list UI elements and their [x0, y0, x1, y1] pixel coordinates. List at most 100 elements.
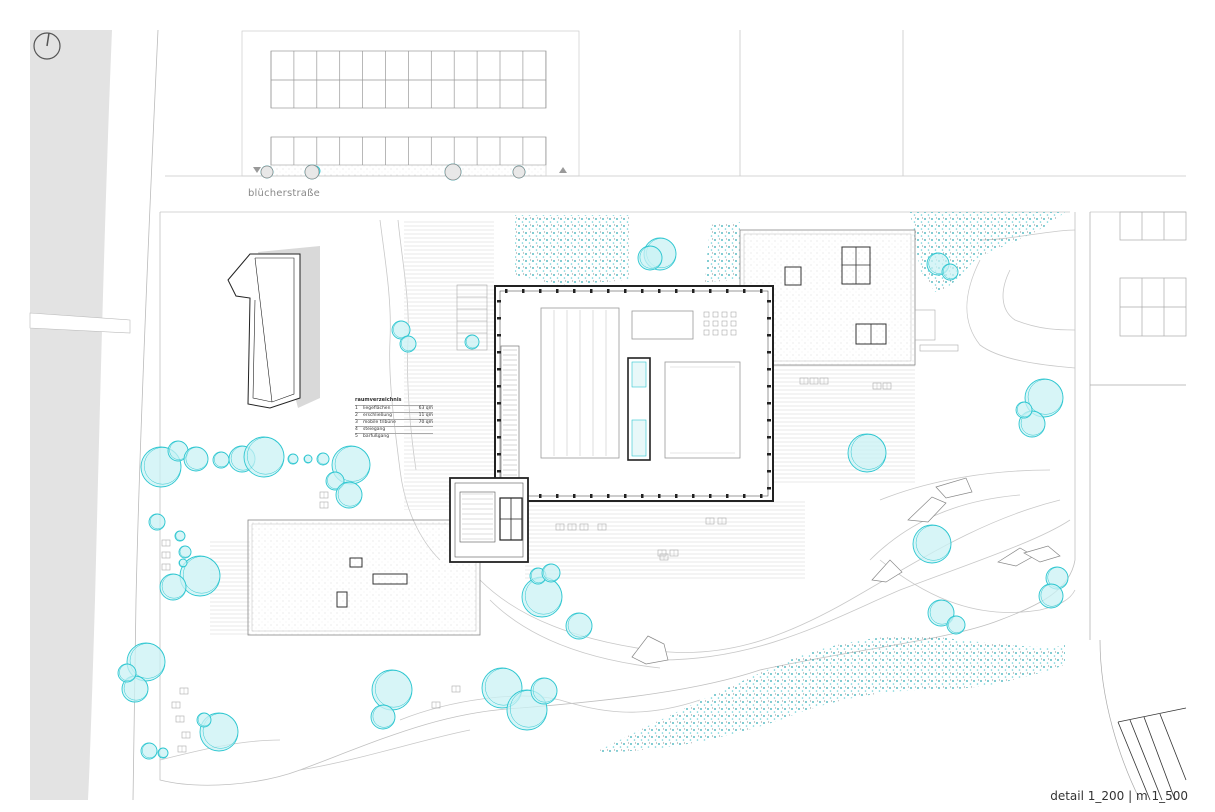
parking-stall-lines — [270, 51, 547, 165]
tree — [150, 513, 166, 530]
hall-column — [641, 494, 644, 498]
legend-label: barfußgang — [363, 434, 390, 439]
tree — [179, 558, 188, 567]
tree — [639, 245, 663, 269]
annex-lockers — [462, 493, 493, 540]
tree — [850, 434, 887, 470]
cafe-table — [703, 320, 710, 327]
canal-bridge — [29, 312, 131, 334]
tribune-steps — [503, 349, 517, 476]
tree — [465, 334, 480, 349]
cafe-table — [712, 320, 719, 327]
hall-column — [767, 453, 771, 456]
hall-column — [726, 289, 729, 293]
hall-column — [726, 494, 729, 498]
hall-column — [556, 289, 559, 293]
scale-label: detail 1_200 | m 1_500 — [1050, 789, 1188, 803]
tree — [948, 615, 966, 633]
cafe-table — [712, 311, 719, 318]
legend-num: 4 — [355, 427, 358, 432]
tree — [317, 452, 330, 465]
legend-row: 5 barfußgang — [355, 433, 433, 440]
tree — [185, 446, 209, 470]
tree — [484, 668, 523, 706]
main-hall — [494, 285, 774, 502]
grass-strip-south — [525, 500, 805, 580]
hall-column — [497, 436, 501, 439]
hall-column — [590, 289, 593, 293]
tree — [565, 612, 593, 640]
tree — [1038, 583, 1064, 609]
hall-column — [497, 317, 501, 320]
legend-label: steiegang — [363, 427, 386, 432]
tree — [371, 669, 413, 711]
hall-column — [767, 300, 771, 303]
tree — [567, 613, 593, 638]
tree — [915, 525, 952, 561]
hall-column — [743, 289, 746, 293]
tree — [260, 165, 274, 179]
tree — [532, 678, 558, 703]
hall-column — [767, 334, 771, 337]
hall-column — [590, 494, 593, 498]
existing-building — [227, 253, 301, 409]
hall-column — [497, 385, 501, 388]
cafe-table — [721, 329, 728, 336]
hall-column — [692, 289, 695, 293]
tree — [541, 563, 561, 583]
tree — [143, 447, 182, 485]
tree — [943, 263, 959, 280]
compass-north-icon — [33, 32, 61, 60]
tree — [929, 600, 955, 625]
hall-column — [573, 494, 576, 498]
hall-column — [539, 494, 542, 498]
tree — [161, 574, 187, 599]
legend-label: mobile tribüne — [363, 420, 396, 425]
hall-column — [624, 494, 627, 498]
hall-column — [767, 470, 771, 473]
tree — [117, 663, 137, 683]
arrow-marker-left — [253, 167, 261, 173]
tree — [372, 704, 396, 728]
hall-column — [497, 334, 501, 337]
tree — [304, 164, 320, 180]
tree — [370, 704, 396, 730]
tree — [129, 643, 166, 679]
hall-column — [709, 494, 712, 498]
hall-column — [767, 385, 771, 388]
tree — [243, 436, 285, 478]
legend-label: liegeflächen — [363, 406, 391, 411]
tree — [912, 524, 952, 564]
street-label: blücherstraße — [248, 188, 320, 199]
existing-building-roof — [252, 257, 295, 403]
hall-column — [767, 419, 771, 422]
room-legend: raumverzeichnis 1 liegeflächen 63 qm 2 e… — [355, 397, 433, 440]
hall-column — [556, 494, 559, 498]
hall-column — [522, 289, 525, 293]
hall-column — [497, 470, 501, 473]
tree — [182, 556, 221, 594]
meadow-north — [515, 215, 630, 285]
hall-column — [497, 351, 501, 354]
meadow-south — [600, 636, 1065, 752]
hall-column — [497, 368, 501, 371]
cafe-table — [712, 329, 719, 336]
meadow-north-small — [705, 222, 740, 282]
hall-column — [675, 494, 678, 498]
hall-column — [743, 494, 746, 498]
legend-row: 2 erschließung 11 qm — [355, 412, 433, 419]
tree — [119, 663, 137, 681]
legend-area: 11 qm — [418, 413, 433, 418]
legend-area: 63 qm — [418, 406, 433, 411]
hall-column — [709, 289, 712, 293]
bike-racks — [456, 284, 488, 351]
hall-column — [675, 289, 678, 293]
hall-column — [767, 317, 771, 320]
tree — [530, 677, 558, 705]
tree — [401, 335, 417, 352]
stone-seats — [631, 477, 1061, 665]
legend-num: 2 — [355, 413, 358, 418]
site-boundary — [159, 212, 1076, 786]
tree — [175, 530, 186, 541]
